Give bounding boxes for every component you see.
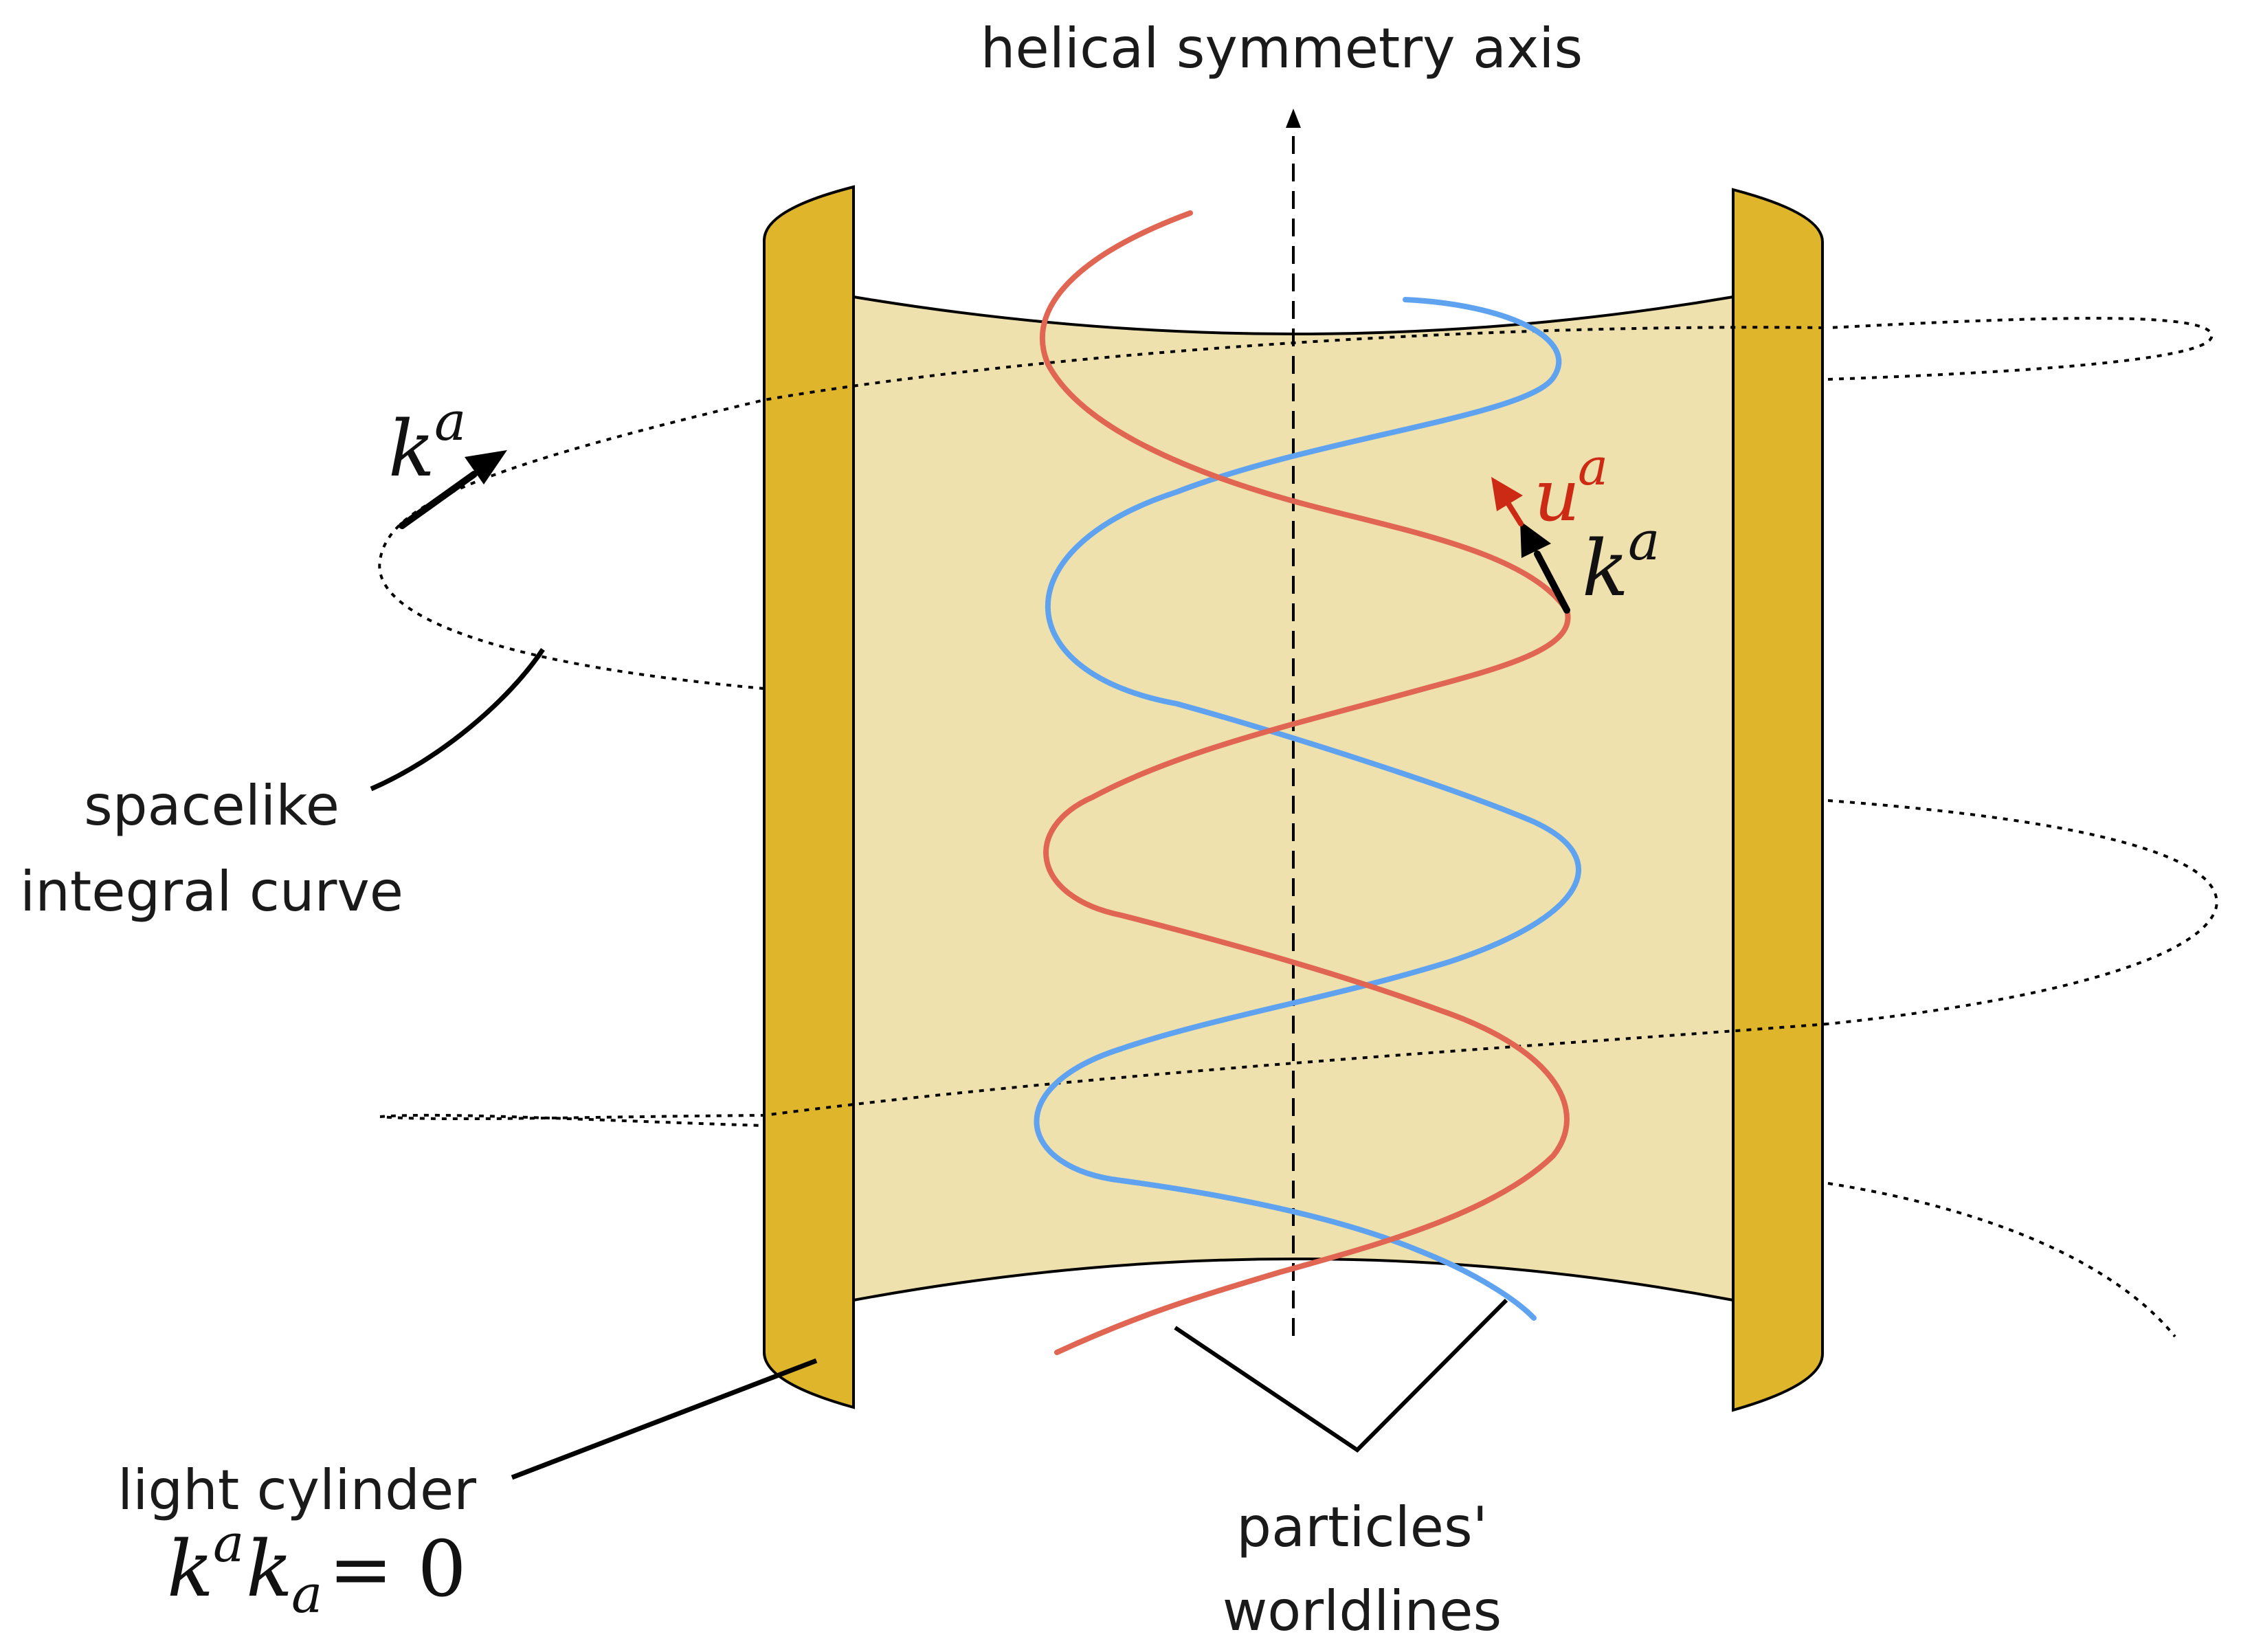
light-cylinder-leader-line: [511, 1358, 818, 1480]
velocity-arrow: [1491, 477, 1524, 526]
equation-k2: k: [246, 1525, 293, 1614]
symmetry-axis-arrowhead: [1286, 109, 1301, 128]
integral-curve-top-front: [378, 326, 1829, 690]
equation-k1: k: [167, 1525, 214, 1614]
particles-label-line1: particles': [1236, 1495, 1487, 1559]
integral-curve-middle-front: [379, 1023, 1829, 1121]
integral-curve-lower-front: [379, 1113, 765, 1127]
integral-curve-lower-back: [1827, 799, 2218, 1025]
killing-vector-index-right: a: [1628, 511, 1660, 572]
killing-vector-label-left: k a: [388, 391, 467, 494]
equation-equals-zero: = 0: [328, 1525, 467, 1614]
worldline-red: [1039, 210, 1571, 1355]
velocity-arrowhead: [1491, 477, 1523, 511]
band-bottom-edge: [853, 1258, 1734, 1302]
light-cylinder-right-wall: [1732, 188, 1824, 1412]
equation-k2-index: a: [291, 1563, 322, 1625]
killing-vector-arrowhead-left: [465, 450, 507, 484]
killing-vector-arrow-left: [399, 450, 507, 529]
equation-k1-index: a: [213, 1513, 244, 1574]
integral-curve-front: [378, 326, 2176, 1338]
velocity-index: a: [1578, 438, 1608, 497]
symmetry-axis: [1286, 109, 1301, 1336]
light-cylinder-label: light cylinder: [118, 1458, 476, 1522]
integral-curve-upper-back: [1827, 317, 2214, 381]
velocity-symbol: u: [1534, 454, 1580, 537]
spacelike-label-line2: integral curve: [20, 860, 403, 924]
light-cylinder-left-wall: [763, 185, 855, 1409]
integral-curve-back: [1827, 317, 2218, 1025]
killing-vector-symbol-left: k: [388, 405, 435, 494]
axis-label: helical symmetry axis: [981, 16, 1583, 80]
band-top-edge: [853, 295, 1734, 335]
spacelike-leader-line: [370, 648, 545, 792]
killing-vector-index-left: a: [434, 391, 467, 453]
velocity-label: u a: [1534, 438, 1608, 537]
worldline-blue: [1034, 297, 1581, 1321]
killing-vector-symbol-right: k: [1582, 524, 1629, 614]
integral-curve-bottom-tail: [1827, 1182, 2176, 1338]
spacelike-label-line1: spacelike: [84, 774, 339, 838]
killing-vector-label-right: k a: [1582, 511, 1660, 614]
killing-vector-arrowhead-right: [1520, 521, 1551, 558]
killing-vector-arrow-right: [1520, 521, 1570, 614]
worldlines-pointer: [1174, 1298, 1508, 1453]
particles-label-line2: worldlines: [1223, 1579, 1502, 1643]
light-cylinder-equation: k a k a = 0: [167, 1513, 467, 1625]
